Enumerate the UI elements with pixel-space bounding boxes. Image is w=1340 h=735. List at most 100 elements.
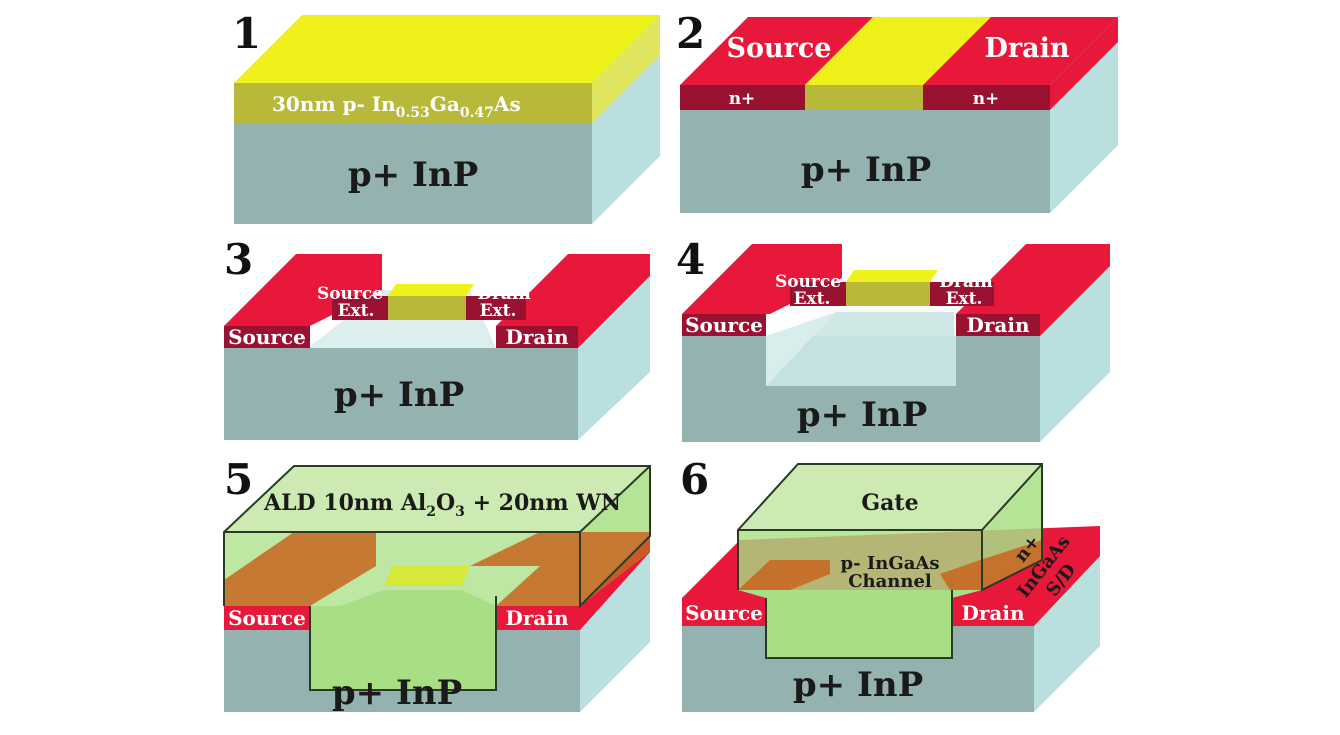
drain-front — [496, 326, 578, 348]
panel-3: 3 Source Ext. Drain Ext. Source Drain p+… — [224, 235, 650, 440]
panel-1: 1 p+ InP 30nm p- In0.53Ga0.47As — [232, 9, 660, 224]
source-ext-label-line2: Ext. — [338, 301, 375, 321]
channel-top — [388, 284, 474, 296]
gate-label: Gate — [861, 490, 918, 516]
recess-outline — [765, 590, 953, 659]
source-front — [224, 326, 310, 348]
channel-top — [846, 270, 938, 282]
drain-label: Drain — [506, 606, 569, 630]
step-number: 6 — [680, 455, 709, 504]
drain-ext-label-line2: Ext. — [946, 289, 983, 309]
panel-4: 4 Source Ext. Drain Ext. Source Drain p+… — [676, 235, 1110, 442]
source-label: Source — [685, 601, 763, 625]
gate-box-top — [738, 464, 1042, 530]
recess-fill — [738, 590, 982, 658]
panel-6: 6 Gate p- InGaAs Channel n+ InGaAs S/D S… — [680, 455, 1100, 712]
drain-label: Drain — [984, 33, 1069, 64]
cavity-floor — [766, 336, 956, 386]
cavity-wall — [766, 312, 836, 386]
drain-ghost — [940, 540, 1042, 590]
channel-top — [805, 17, 991, 85]
drain-top — [956, 244, 1110, 314]
substrate-side — [592, 55, 660, 224]
ingaas-layer-label: 30nm p- In0.53Ga0.47As — [272, 92, 521, 121]
source-front — [224, 606, 310, 630]
source-front — [682, 314, 766, 336]
substrate-side — [1050, 42, 1118, 213]
ingaas-front — [234, 83, 592, 123]
channel-front — [846, 282, 930, 306]
drain-top — [496, 254, 650, 326]
substrate-front — [234, 123, 592, 224]
source-ext-label-line2: Ext. — [794, 289, 831, 309]
source-ghost — [224, 532, 376, 606]
sd-side — [1034, 530, 1100, 626]
drain-side — [1040, 244, 1110, 336]
step-number: 1 — [232, 9, 261, 58]
substrate-label: p+ InP — [348, 155, 478, 195]
ingaas-side — [592, 15, 660, 123]
substrate-side — [580, 550, 650, 712]
channel-label-line1: p- InGaAs — [841, 553, 940, 574]
n-plus-right-label: n+ — [973, 89, 1000, 109]
drain-top — [923, 17, 1118, 85]
source-ext-label-line1: Source — [775, 272, 841, 292]
substrate-label: p+ InP — [797, 395, 927, 435]
drain-side — [578, 254, 650, 348]
source-ext-front — [790, 282, 846, 306]
drain-ext-label-line2: Ext. — [480, 301, 517, 321]
n-plus-right-front — [923, 85, 1050, 110]
gate-box-outline — [223, 465, 651, 609]
source-label: Source — [228, 325, 306, 349]
source-ghost — [738, 560, 830, 590]
recess-outline — [309, 596, 497, 691]
substrate-label: p+ InP — [793, 665, 923, 705]
substrate-label: p+ InP — [332, 673, 462, 713]
step-number: 3 — [224, 235, 253, 284]
substrate-front — [680, 110, 1050, 213]
drain-label: Drain — [506, 325, 569, 349]
channel-front — [388, 296, 466, 320]
drain-ext-label-line1: Drain — [477, 284, 531, 304]
substrate-label: p+ InP — [801, 150, 931, 190]
recess-fill — [310, 590, 496, 690]
step-number: 5 — [224, 455, 253, 504]
source-label: Source — [727, 33, 832, 64]
drain-ext-front — [930, 282, 994, 306]
drain-label: Drain — [967, 313, 1030, 337]
source-label: Source — [685, 313, 763, 337]
channel-label-line2: Channel — [848, 571, 932, 592]
gate-box-top — [224, 466, 650, 532]
panel-5: 5 ALD 10nm Al2O3 + 20nm WN Source Drain … — [223, 455, 651, 713]
gate-box-edge — [579, 465, 651, 533]
step-number: 4 — [676, 235, 705, 284]
gate-box-edge — [981, 463, 1043, 531]
drain-ext-front — [466, 296, 526, 320]
drain-front — [496, 606, 580, 630]
drain-ext-label-line1: Drain — [939, 272, 993, 292]
substrate-label: p+ InP — [334, 375, 464, 415]
substrate-side — [578, 276, 650, 440]
n-plus-left-label: n+ — [729, 89, 756, 109]
n-plus-left-front — [680, 85, 805, 110]
layer-side — [1050, 17, 1118, 110]
panel-2: 2 Source Drain n+ n+ p+ InP — [676, 9, 1118, 213]
substrate-side — [1034, 556, 1100, 712]
drain-front — [956, 314, 1040, 336]
source-ext-label-line1: Source — [317, 284, 383, 304]
gate-box-outline — [737, 463, 1043, 592]
ald-layer-label: ALD 10nm Al2O3 + 20nm WN — [263, 490, 621, 520]
source-label: Source — [228, 606, 306, 630]
ingaas-top — [234, 15, 660, 83]
substrate-side — [1040, 266, 1110, 442]
channel-ghost — [384, 566, 470, 586]
drain-ghost — [470, 532, 650, 606]
source-front — [682, 598, 766, 626]
drain-front — [952, 598, 1034, 626]
substrate-front — [224, 348, 578, 440]
source-top — [680, 17, 873, 85]
channel-front — [805, 85, 923, 110]
step-number: 2 — [676, 9, 705, 58]
